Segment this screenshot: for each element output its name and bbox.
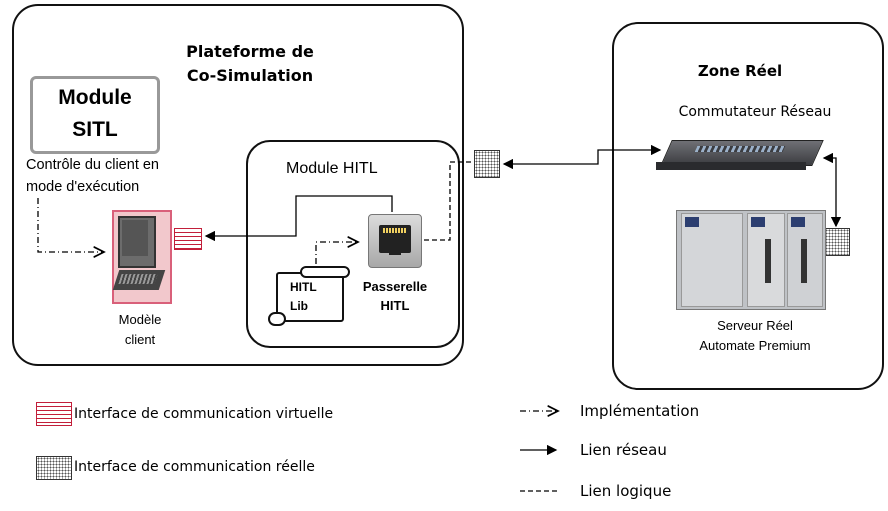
sitl-module-label-line1: Module xyxy=(58,86,132,109)
legend-real-interface-label: Interface de communication réelle xyxy=(74,459,315,475)
legend-virtual-interface-label: Interface de communication virtuelle xyxy=(74,406,334,422)
client-label-line1: Modèle xyxy=(118,312,162,327)
gateway-label-line1: Passerelle xyxy=(362,279,428,294)
hitl-lib-scroll-curl-top xyxy=(300,266,350,278)
network-switch-icon xyxy=(656,134,824,176)
implementation-link-sitl-client xyxy=(37,198,104,252)
sitl-module-box xyxy=(30,76,160,154)
client-label-line2: client xyxy=(124,332,156,347)
control-label-line2: mode d'exécution xyxy=(26,179,140,195)
network-link-platform-switch xyxy=(502,144,662,170)
network-link-gateway-client xyxy=(204,195,393,242)
control-label-line1: Contrôle du client en xyxy=(26,157,159,173)
platform-title-line1: Plateforme de xyxy=(186,42,314,61)
implementation-link-lib-gateway xyxy=(315,242,358,264)
platform-title-line2: Co-Simulation xyxy=(186,66,314,85)
server-label-line1: Serveur Réel xyxy=(717,318,793,333)
real-interface-server xyxy=(824,228,850,256)
logical-link-gateway-interface xyxy=(424,161,474,241)
virtual-interface-client xyxy=(174,228,202,250)
hitl-lib-scroll-curl-bottom xyxy=(268,312,286,326)
computer-icon xyxy=(112,216,166,296)
legend-real-interface-swatch xyxy=(36,456,72,480)
real-zone-title: Zone Réel xyxy=(697,62,783,80)
switch-label: Commutateur Réseau xyxy=(678,104,832,120)
hitl-lib-label-line1: HITL xyxy=(290,280,317,294)
ethernet-port-icon xyxy=(368,214,422,268)
legend-network-link-label: Lien réseau xyxy=(580,441,667,459)
legend-logical-link-label: Lien logique xyxy=(580,482,672,500)
sitl-module-label-line2: SITL xyxy=(72,118,118,141)
legend-virtual-interface-swatch xyxy=(36,402,72,426)
hitl-module-label: Module HITL xyxy=(286,160,378,177)
plc-server-icon xyxy=(676,210,826,310)
gateway-label-line2: HITL xyxy=(380,298,410,313)
hitl-lib-label-line2: Lib xyxy=(290,299,308,313)
real-interface-platform xyxy=(474,150,500,178)
hitl-lib-scroll xyxy=(276,272,344,322)
server-label-line2: Automate Premium xyxy=(699,338,811,353)
network-link-switch-server xyxy=(822,152,842,228)
legend-implementation-label: Implémentation xyxy=(580,402,700,420)
